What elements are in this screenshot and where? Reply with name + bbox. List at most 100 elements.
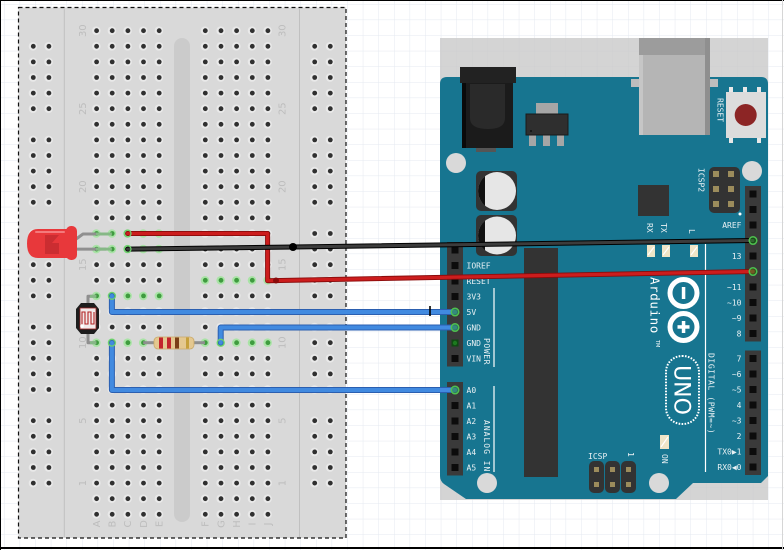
photoresistor[interactable]: [76, 294, 99, 345]
breadboard-hole[interactable]: [123, 120, 132, 129]
red-led[interactable]: [27, 226, 112, 260]
power-rail-hole[interactable]: [310, 166, 319, 176]
breadboard-hole[interactable]: [138, 447, 148, 457]
breadboard-hole[interactable]: [123, 510, 132, 519]
breadboard-hole[interactable]: [138, 166, 148, 176]
breadboard-hole[interactable]: [263, 135, 272, 145]
breadboard-hole[interactable]: [154, 510, 164, 519]
breadboard-hole[interactable]: [247, 104, 257, 113]
wire-bendpoint[interactable]: [289, 243, 297, 251]
breadboard-hole[interactable]: [138, 26, 148, 35]
breadboard-hole[interactable]: [216, 57, 225, 67]
header-pin[interactable]: [451, 464, 459, 471]
breadboard-hole[interactable]: [232, 463, 241, 472]
power-rail-hole[interactable]: [44, 260, 53, 270]
breadboard-hole[interactable]: [123, 478, 132, 488]
breadboard-hole[interactable]: [247, 291, 257, 301]
power-rail-hole[interactable]: [325, 229, 335, 238]
breadboard-hole[interactable]: [200, 213, 210, 223]
breadboard-hole[interactable]: [216, 463, 225, 472]
breadboard-hole[interactable]: [92, 369, 101, 379]
power-rail-hole[interactable]: [325, 57, 335, 67]
breadboard-hole[interactable]: [138, 260, 148, 270]
power-rail-hole[interactable]: [325, 291, 335, 301]
header-pin[interactable]: [451, 246, 459, 254]
power-rail-hole[interactable]: [44, 338, 53, 348]
breadboard-hole[interactable]: [123, 104, 132, 113]
header-pin[interactable]: [451, 293, 459, 300]
power-rail-hole[interactable]: [44, 463, 53, 472]
breadboard-hole-connected[interactable]: [154, 291, 164, 301]
breadboard-hole[interactable]: [154, 182, 164, 191]
power-rail-hole[interactable]: [44, 447, 53, 457]
breadboard-hole[interactable]: [216, 400, 225, 410]
breadboard-hole[interactable]: [154, 42, 164, 51]
breadboard-hole-connected[interactable]: [247, 276, 257, 285]
breadboard-hole[interactable]: [200, 120, 210, 129]
breadboard-hole-connected[interactable]: [123, 338, 132, 348]
power-rail-hole[interactable]: [28, 478, 38, 488]
icsp-pin[interactable]: [610, 482, 615, 487]
resistor-body[interactable]: [153, 336, 195, 350]
breadboard-hole[interactable]: [247, 166, 257, 176]
icsp-pin[interactable]: [626, 467, 631, 472]
breadboard-hole[interactable]: [263, 510, 272, 519]
breadboard-hole[interactable]: [263, 42, 272, 51]
breadboard-hole[interactable]: [138, 135, 148, 145]
power-rail-hole[interactable]: [310, 42, 319, 51]
breadboard-hole[interactable]: [200, 57, 210, 67]
breadboard-hole[interactable]: [92, 276, 101, 285]
breadboard-hole[interactable]: [138, 432, 148, 441]
power-rail-hole[interactable]: [28, 291, 38, 301]
breadboard-hole[interactable]: [247, 478, 257, 488]
breadboard-hole[interactable]: [123, 354, 132, 363]
header-pin[interactable]: [451, 262, 459, 269]
breadboard-hole[interactable]: [92, 182, 101, 191]
breadboard-hole[interactable]: [263, 354, 272, 363]
breadboard-hole[interactable]: [200, 447, 210, 457]
header-pin[interactable]: [749, 221, 757, 229]
breadboard-hole[interactable]: [154, 322, 164, 332]
power-rail-hole[interactable]: [28, 260, 38, 270]
power-rail-hole[interactable]: [325, 73, 335, 82]
header-pin[interactable]: [749, 190, 757, 198]
power-rail-hole[interactable]: [325, 416, 335, 426]
breadboard-hole[interactable]: [247, 213, 257, 223]
breadboard-hole[interactable]: [263, 182, 272, 191]
breadboard-hole[interactable]: [92, 213, 101, 223]
header-pin[interactable]: [749, 370, 757, 378]
breadboard-hole[interactable]: [107, 42, 117, 51]
power-rail-hole[interactable]: [44, 88, 53, 98]
wire-end-connector[interactable]: [450, 385, 460, 395]
power-rail-hole[interactable]: [325, 182, 335, 191]
header-pin[interactable]: [451, 417, 459, 425]
breadboard-hole[interactable]: [216, 73, 225, 82]
power-rail-hole[interactable]: [28, 104, 38, 113]
breadboard-hole[interactable]: [138, 478, 148, 488]
power-rail-hole[interactable]: [44, 369, 53, 379]
header-pin[interactable]: [749, 314, 757, 322]
breadboard-hole[interactable]: [92, 42, 101, 51]
power-rail-hole[interactable]: [310, 229, 319, 238]
breadboard-hole[interactable]: [247, 42, 257, 51]
power-rail-hole[interactable]: [44, 322, 53, 332]
breadboard-hole[interactable]: [154, 494, 164, 504]
breadboard-hole[interactable]: [123, 416, 132, 426]
breadboard-hole[interactable]: [123, 463, 132, 472]
breadboard-hole[interactable]: [107, 198, 117, 207]
reset-button[interactable]: [726, 87, 766, 143]
breadboard-hole[interactable]: [123, 322, 132, 332]
icsp-pin[interactable]: [594, 482, 599, 487]
breadboard-hole-connected[interactable]: [216, 276, 225, 285]
breadboard-hole[interactable]: [216, 135, 225, 145]
breadboard-hole[interactable]: [138, 120, 148, 129]
header-pin[interactable]: [749, 330, 757, 337]
header-pin[interactable]: [749, 463, 757, 471]
breadboard-hole[interactable]: [263, 166, 272, 176]
breadboard-hole[interactable]: [200, 478, 210, 488]
breadboard-hole[interactable]: [107, 88, 117, 98]
power-rail-hole[interactable]: [310, 447, 319, 457]
breadboard-hole[interactable]: [107, 416, 117, 426]
breadboard-hole[interactable]: [92, 385, 101, 394]
breadboard-hole[interactable]: [107, 120, 117, 129]
